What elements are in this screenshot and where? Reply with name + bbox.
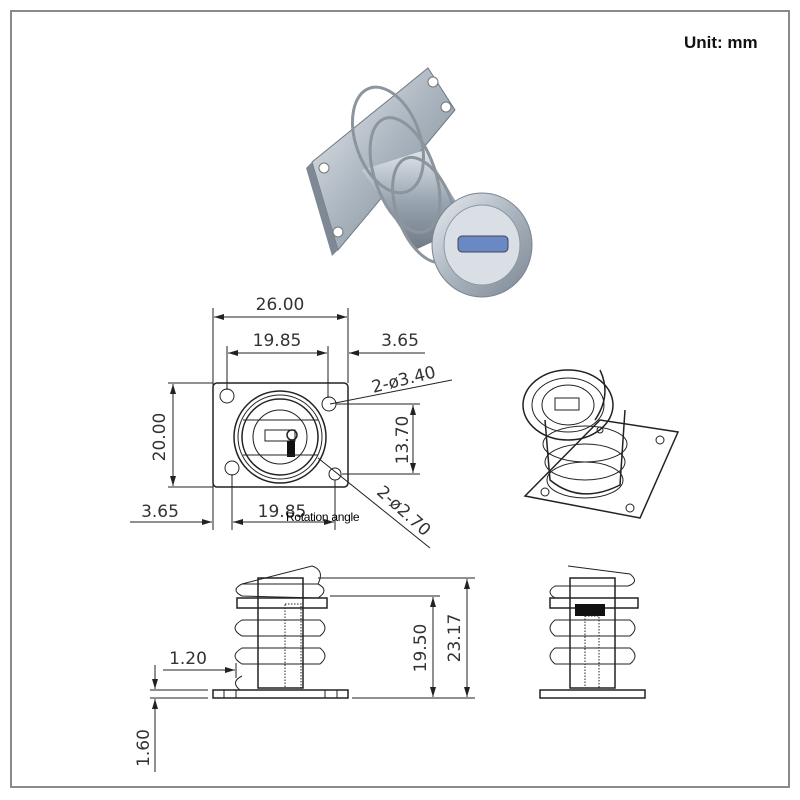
dim-overall-width: 26.00 bbox=[256, 295, 305, 315]
dim-overall-height: 20.00 bbox=[150, 413, 170, 462]
isometric-drawing bbox=[522, 369, 680, 519]
dim-body-height: 19.50 bbox=[411, 624, 431, 673]
unit-label: Unit: mm bbox=[684, 33, 758, 52]
dim-hole-pitch-bottom: 19.85 bbox=[258, 502, 307, 522]
dim-hole-pitch-vertical: 13.70 bbox=[393, 416, 413, 465]
dim-edge-offset-bottom: 3.65 bbox=[141, 502, 179, 522]
frame-border bbox=[10, 10, 790, 788]
side-view-side bbox=[539, 565, 646, 699]
dim-spring-wire: 1.20 bbox=[169, 649, 207, 669]
dim-hole-pitch-top: 19.85 bbox=[253, 331, 302, 351]
dim-total-height: 23.17 bbox=[445, 614, 465, 663]
product-photo bbox=[306, 67, 533, 298]
side-view-dimensions bbox=[150, 577, 475, 772]
dim-small-holes: 2-ø2.70 bbox=[372, 482, 434, 540]
dim-edge-offset-top: 3.65 bbox=[381, 331, 419, 351]
dim-large-holes: 2-ø3.40 bbox=[370, 363, 438, 398]
top-view-drawing bbox=[130, 308, 453, 549]
dim-plate-thickness: 1.60 bbox=[134, 729, 154, 767]
rotation-angle-label: Rotation angle bbox=[286, 510, 360, 524]
side-view-front bbox=[212, 565, 349, 699]
